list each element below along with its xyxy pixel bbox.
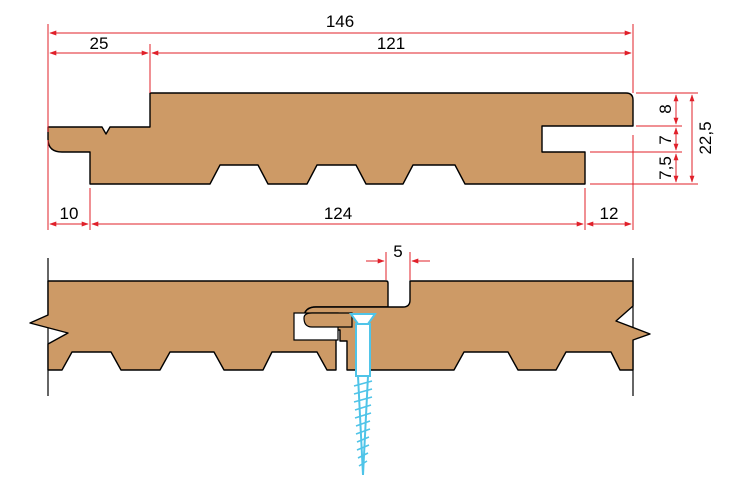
dimension-bottom-width: 124	[324, 204, 352, 223]
joint-gap-dimension	[366, 252, 430, 280]
screw-thread	[353, 380, 373, 467]
tongue-in-groove	[303, 312, 353, 328]
dimension-groove-height: 7	[656, 135, 675, 144]
top-dimensions	[47, 24, 634, 132]
right-dimensions	[590, 92, 698, 185]
dimension-left-step: 10	[60, 204, 79, 223]
dimension-groove-upper: 8	[656, 104, 675, 113]
bottom-dimensions	[47, 135, 634, 230]
dimension-thickness: 22,5	[696, 121, 715, 154]
dimension-lower-lip: 7,5	[656, 156, 675, 180]
dimension-tongue-offset: 25	[90, 34, 109, 53]
dimension-total-width: 146	[326, 12, 354, 31]
dimension-face-width: 121	[377, 34, 405, 53]
board-profile	[47, 92, 634, 185]
dimension-joint-gap: 5	[393, 242, 402, 261]
dimension-right-step: 12	[600, 204, 619, 223]
